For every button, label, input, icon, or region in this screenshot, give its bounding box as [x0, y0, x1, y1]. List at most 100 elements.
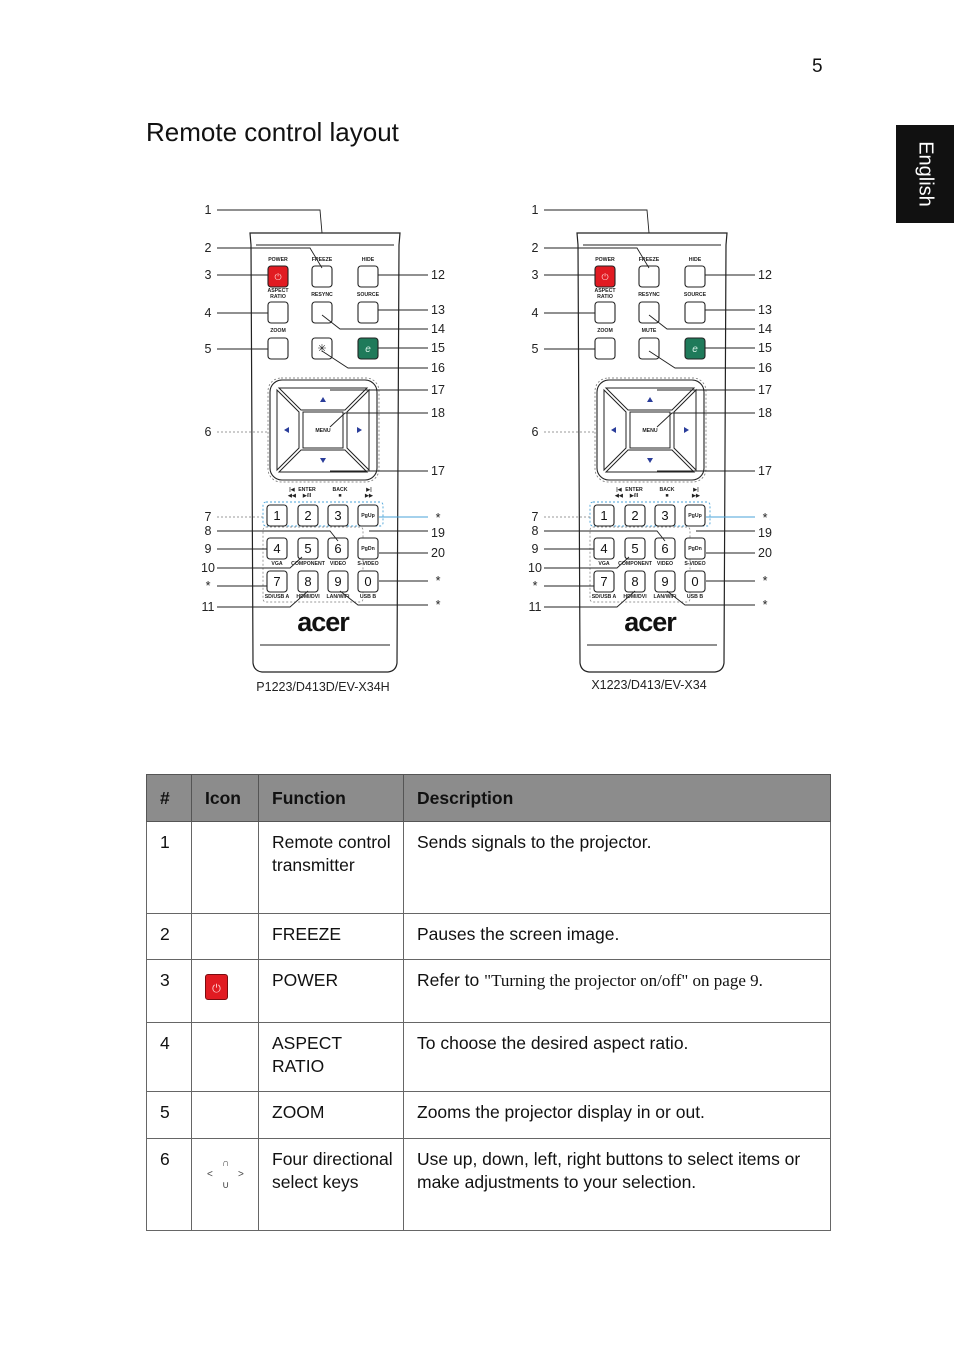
row-icon: ∩ < > ∪ [191, 1138, 259, 1231]
keypad-number: 3 [334, 508, 341, 523]
callout-number: 10 [528, 561, 542, 575]
callout-number: * [436, 511, 441, 525]
lanwifi-label: LAN/WiFi [326, 594, 350, 600]
keypad-number: 7 [600, 574, 607, 589]
callout-number: 17 [758, 464, 772, 478]
pgdn-label: PgDn [688, 546, 702, 552]
back-label: BACK [333, 487, 348, 493]
keypad-button [327, 504, 349, 527]
up-arrow-icon [320, 397, 326, 402]
callout-number: 5 [532, 342, 539, 356]
vga-label: VGA [271, 561, 282, 567]
table-row: 5 ZOOM Zooms the projector display in or… [146, 1091, 831, 1139]
e-key-icon: e [365, 344, 371, 355]
source-label: SOURCE [684, 292, 707, 298]
up-arrow-icon: ∩ [222, 1158, 230, 1169]
callout-line [544, 530, 666, 542]
keypad-button [266, 570, 288, 593]
keypad-button [624, 537, 646, 560]
callout-number: 4 [532, 306, 539, 320]
callout-number: 17 [431, 383, 445, 397]
callout-number: 6 [532, 425, 539, 439]
prev-icon: |◀ [616, 487, 621, 493]
power-label: POWER [595, 257, 615, 263]
sdusb-label: SD/USB A [592, 594, 617, 600]
freeze-button [311, 265, 333, 288]
video-label: VIDEO [330, 561, 346, 567]
up-arrow-icon [647, 397, 653, 402]
table-row: 6 ∩ < > ∪ Four directional select keys U… [146, 1138, 831, 1231]
row-description: Pauses the screen image. [403, 913, 831, 960]
table-header-row: # Icon Function Description [146, 774, 831, 822]
row-description: To choose the desired aspect ratio. [403, 1022, 831, 1092]
pgdn-button [684, 537, 706, 560]
menu-button [302, 411, 344, 449]
pgup-button [684, 504, 706, 527]
row-number: 3 [146, 959, 192, 1023]
fast-forward-icon: ▶▶ [364, 493, 374, 499]
keypad-button [297, 504, 319, 527]
source-button [684, 301, 706, 324]
callout-number: 12 [758, 268, 772, 282]
keypad-number: 8 [631, 574, 638, 589]
header-number: # [146, 774, 192, 822]
pgdn-label: PgDn [361, 546, 375, 552]
right-arrow-icon [357, 427, 362, 433]
freeze-label: FREEZE [639, 257, 660, 263]
table-row: 3 POWER Refer to "Turning the projector … [146, 959, 831, 1023]
enter-label: ENTER [625, 487, 643, 493]
language-tab-label: English [914, 141, 937, 207]
keypad-highlight [589, 501, 711, 527]
row-description: Use up, down, left, right buttons to sel… [403, 1138, 831, 1231]
zoom-button [267, 337, 289, 360]
pgup-label: PgUp [688, 513, 702, 519]
keypad-number: 0 [364, 574, 371, 589]
keypad-button [624, 570, 646, 593]
callout-number: * [436, 574, 441, 588]
svideo-label: S-VIDEO [684, 561, 705, 567]
model-label-left: P1223/D413D/EV-X34H [256, 680, 389, 694]
source-label: SOURCE [357, 292, 380, 298]
aspect-label-1: ASPECT [267, 288, 289, 294]
callout-line [217, 556, 303, 569]
callout-number: 3 [205, 268, 212, 282]
next-icon: ▶| [692, 487, 699, 493]
back-label: BACK [660, 487, 675, 493]
down-arrow-icon [647, 458, 653, 463]
row-function: POWER [258, 959, 404, 1023]
svideo-label: S-VIDEO [357, 561, 378, 567]
keypad-number: 2 [304, 508, 311, 523]
table-row: 2 FREEZE Pauses the screen image. [146, 913, 831, 960]
menu-label: MENU [642, 428, 658, 434]
header-icon: Icon [191, 774, 259, 822]
dpad-outline [267, 377, 380, 483]
keypad-number: 4 [600, 541, 607, 556]
left-arrow-icon [284, 427, 289, 433]
callout-number: 15 [431, 341, 445, 355]
mute-label: MUTE [642, 328, 657, 334]
keypad-button [357, 570, 379, 593]
keypad-highlight [262, 501, 384, 527]
callout-number: 1 [532, 203, 539, 217]
hide-button [684, 265, 706, 288]
resync-button [638, 301, 660, 324]
callout-number: 15 [758, 341, 772, 355]
keypad-number: 4 [273, 541, 280, 556]
zoom-label: ZOOM [270, 328, 286, 334]
callout-number: * [533, 579, 538, 593]
keypad-number: 9 [334, 574, 341, 589]
next-icon: ▶| [365, 487, 372, 493]
row-number: 6 [146, 1138, 192, 1231]
power-label: POWER [268, 257, 288, 263]
page-reference-link[interactable]: "Turning the projector on/off" on page 9… [484, 971, 763, 990]
vga-label: VGA [598, 561, 609, 567]
enter-label: ENTER [298, 487, 316, 493]
component-label: COMPONENT [291, 561, 326, 567]
aspect-ratio-button [267, 301, 289, 324]
hide-label: HIDE [362, 257, 375, 263]
row-icon [191, 821, 259, 914]
row-function: FREEZE [258, 913, 404, 960]
keypad-button [593, 570, 615, 593]
zoom-label: ZOOM [597, 328, 613, 334]
row-function: ASPECT RATIO [258, 1022, 404, 1092]
